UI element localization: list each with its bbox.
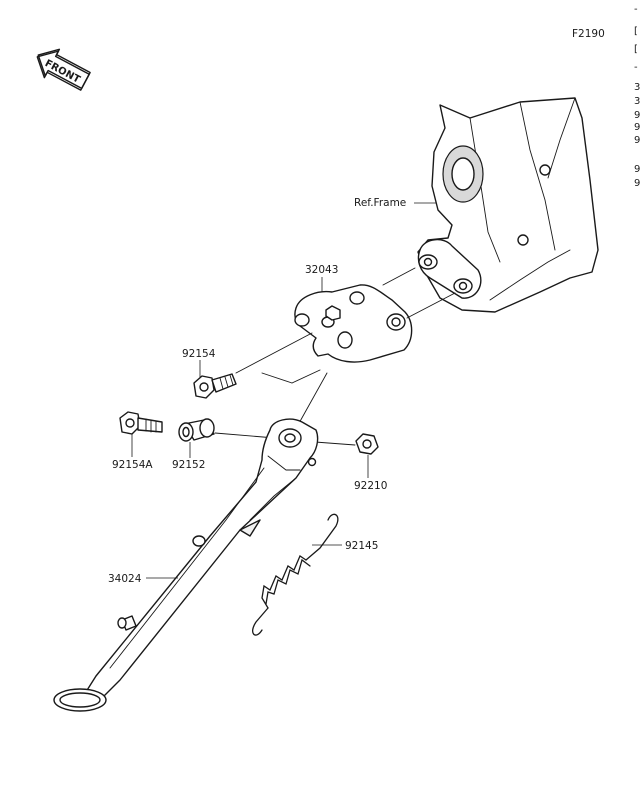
part-label-34024: 34024 <box>108 573 142 585</box>
edge-fragment: 9 <box>634 110 640 121</box>
edge-fragment: 3 <box>634 96 640 107</box>
side-stand-34024 <box>53 418 319 712</box>
frame-reference <box>417 97 599 313</box>
assembly-lines <box>214 267 456 446</box>
edge-fragment: 3 <box>634 82 640 93</box>
collar-92152 <box>178 418 215 442</box>
edge-fragment: [ <box>634 44 638 55</box>
edge-fragment: [ <box>634 26 638 37</box>
edge-fragment: 9 <box>634 164 640 175</box>
front-arrow-icon: FRONT <box>36 48 91 91</box>
edge-fragment: - <box>634 62 638 73</box>
figure-code: F2190 <box>572 28 605 40</box>
spring-coils <box>261 555 311 609</box>
bracket-32043 <box>294 284 413 363</box>
part-label-92152: 92152 <box>172 459 205 471</box>
edge-fragment: 9 <box>634 122 640 133</box>
bolt-92154a <box>119 411 163 435</box>
part-label-92154a: 92154A <box>112 459 153 471</box>
nut-92210 <box>355 433 379 455</box>
edge-fragment: 9 <box>634 178 640 189</box>
spring-92145 <box>252 513 339 636</box>
part-label-92210: 92210 <box>354 480 387 492</box>
part-label-92154: 92154 <box>182 348 216 360</box>
part-label-92145: 92145 <box>345 540 378 552</box>
edge-fragment: - <box>634 4 638 15</box>
ref-frame-label: Ref.Frame <box>354 197 406 209</box>
bolt-92154 <box>193 373 237 399</box>
edge-fragment: 9 <box>634 135 640 146</box>
part-label-32043: 32043 <box>305 264 338 276</box>
right-edge-fragments: - [ [ - 3 3 9 9 9 9 9 <box>634 4 640 189</box>
